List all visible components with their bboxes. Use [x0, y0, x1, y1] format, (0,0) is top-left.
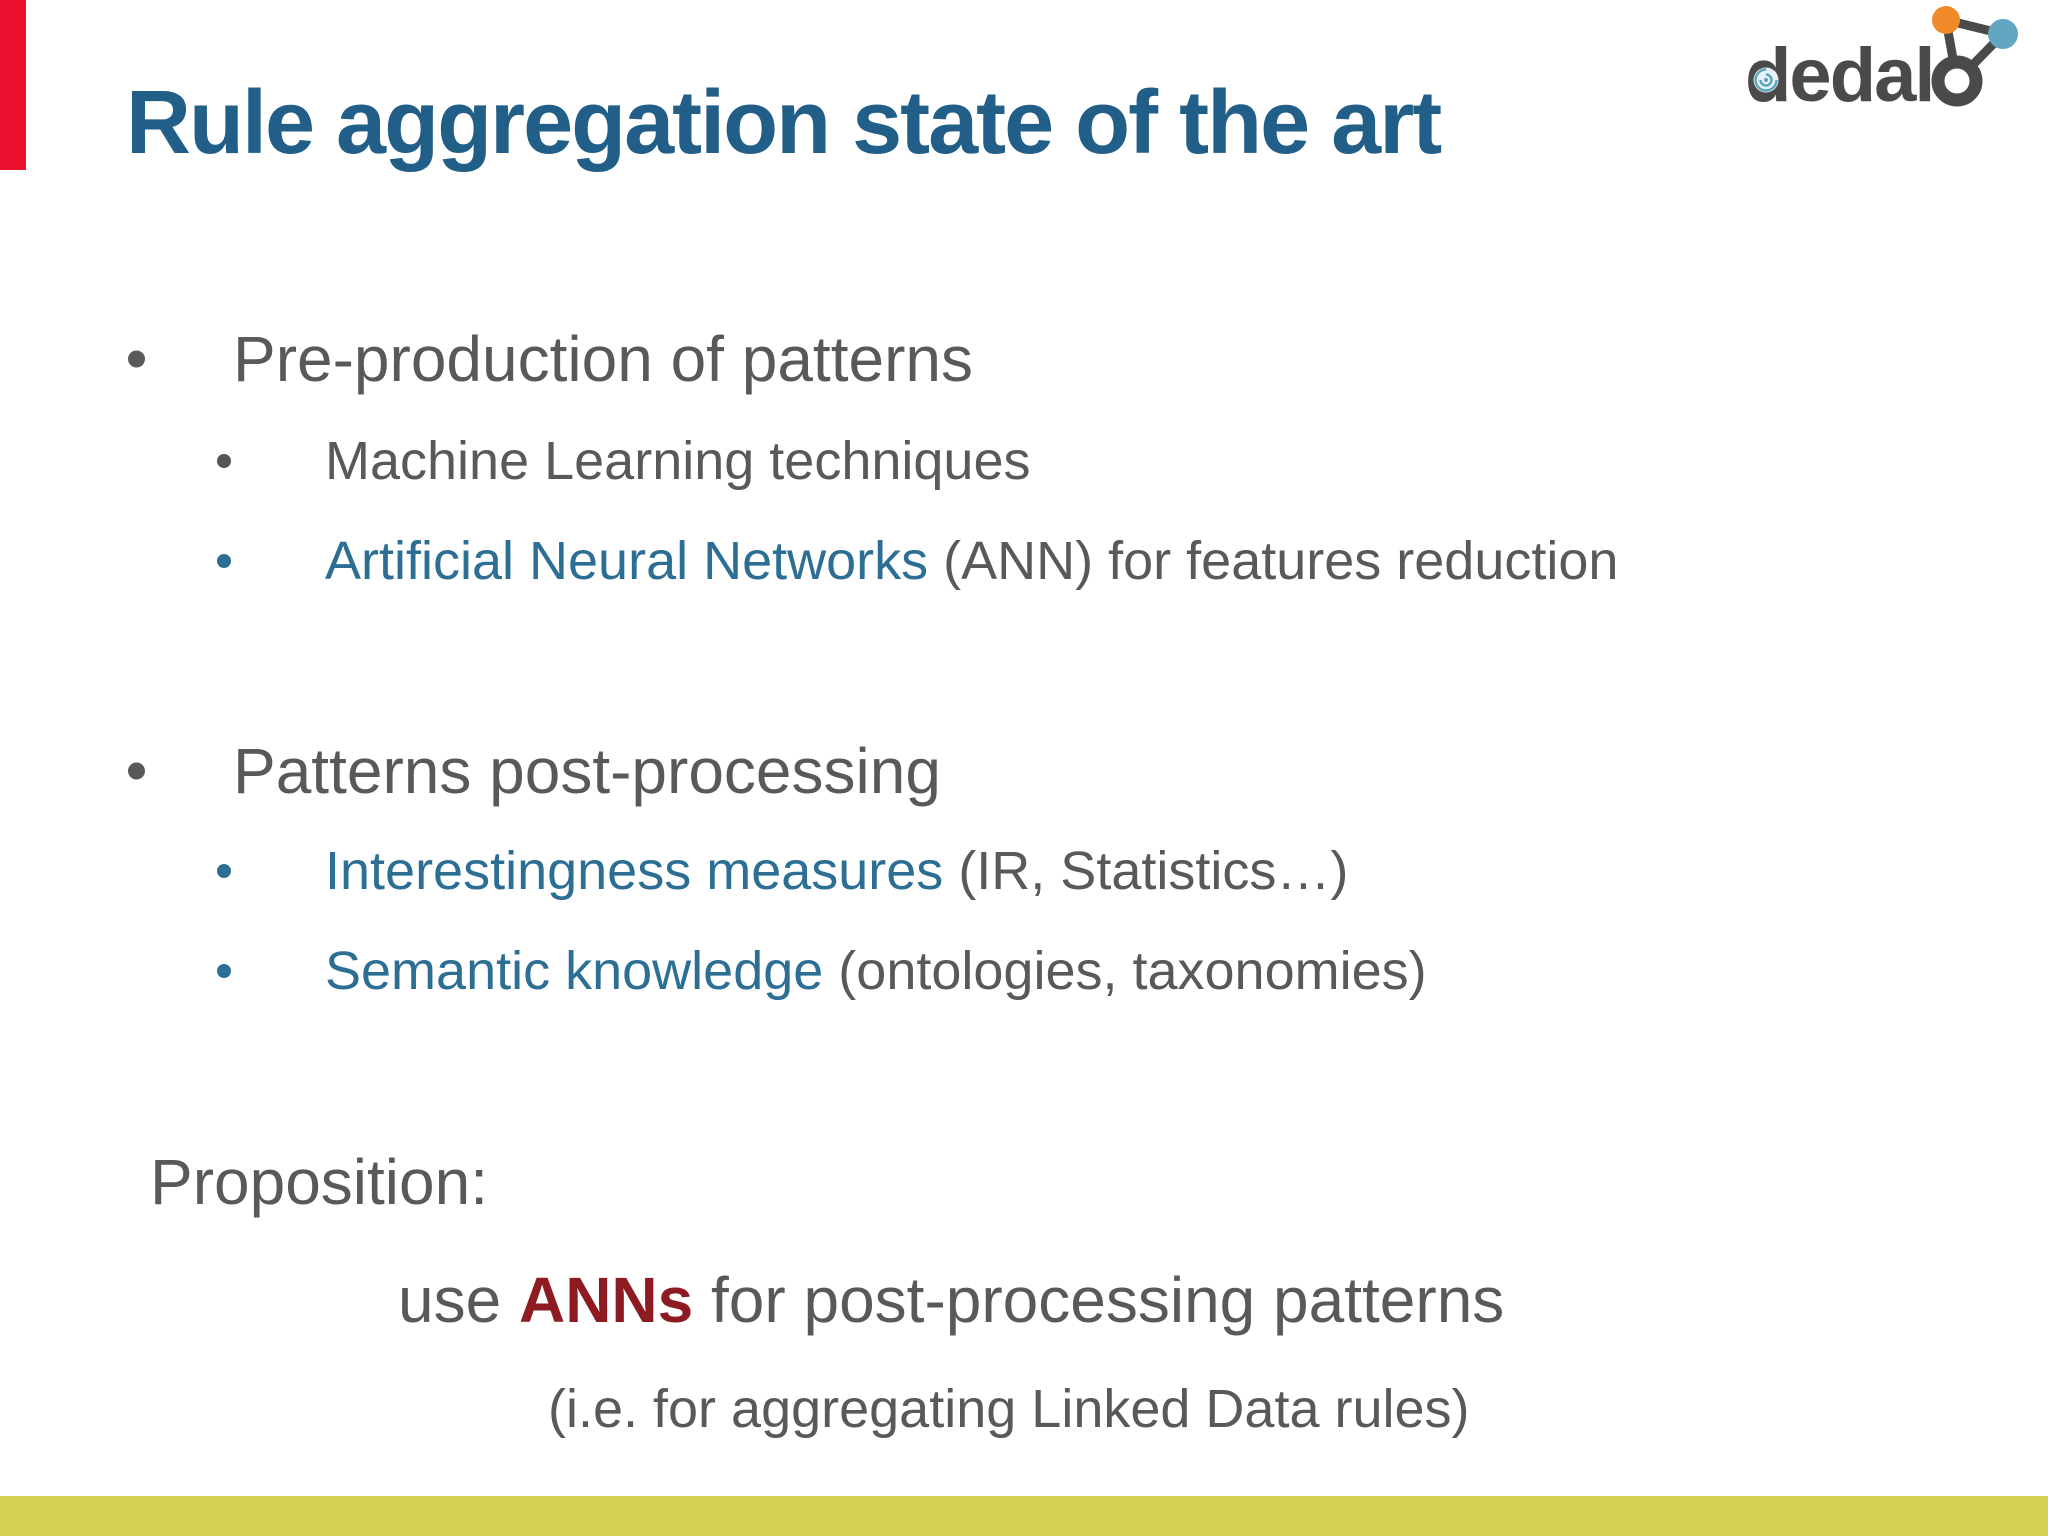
bullet-text: Pre-production of patterns: [233, 323, 973, 395]
bullet-text: Artificial Neural Networks (ANN) for fea…: [325, 530, 1618, 592]
bullet-item-patterns-post-processing: Patterns post-processing: [128, 732, 941, 810]
bottom-accent-bar: [0, 1496, 2048, 1536]
proposition-label: Proposition:: [150, 1146, 488, 1218]
bullet-icon: [128, 762, 145, 780]
logo-maze-icon: [1750, 64, 1782, 96]
bullet-item-interestingness-measures: Interestingness measures (IR, Statistics…: [217, 838, 1348, 904]
bullet-icon: [217, 964, 231, 978]
bullet-item-machine-learning: Machine Learning techniques: [217, 428, 1030, 494]
dedalo-logo: dedalo: [1745, 6, 2018, 116]
bullet-text: Machine Learning techniques: [325, 430, 1030, 492]
proposition-line2: (i.e. for aggregating Linked Data rules): [548, 1379, 1470, 1439]
highlight-text: Interestingness measures: [325, 841, 944, 901]
bullet-item-artificial-neural-networks: Artificial Neural Networks (ANN) for fea…: [217, 528, 1618, 594]
plain-text: Machine Learning techniques: [325, 431, 1031, 491]
proposition-line1-pre: use: [398, 1264, 519, 1336]
bullet-text: Patterns post-processing: [233, 735, 941, 807]
bullet-item-semantic-knowledge: Semantic knowledge (ontologies, taxonomi…: [217, 938, 1427, 1004]
proposition-anns-emphasis: ANNs: [518, 1264, 694, 1336]
highlight-text: Artificial Neural Networks: [325, 531, 929, 591]
bullet-icon: [217, 454, 231, 468]
logo-o-node: [1931, 55, 1983, 107]
bullet-item-pre-production: Pre-production of patterns: [128, 320, 973, 398]
bullet-icon: [217, 864, 231, 878]
bullet-icon: [128, 350, 145, 368]
slide-title: Rule aggregation state of the art: [126, 73, 1442, 173]
plain-text: (IR, Statistics…): [943, 841, 1349, 901]
red-accent-bar: [0, 0, 26, 170]
bullet-text: Semantic knowledge (ontologies, taxonomi…: [325, 940, 1427, 1002]
plain-text: (ANN) for features reduction: [928, 531, 1619, 591]
proposition-line1-post: for post-processing patterns: [693, 1264, 1505, 1336]
logo-orange-node: [1932, 6, 1960, 34]
bullet-icon: [217, 554, 231, 568]
logo-blue-node: [1988, 19, 2018, 49]
plain-text: (ontologies, taxonomies): [823, 941, 1427, 1001]
bullet-text: Interestingness measures (IR, Statistics…: [325, 840, 1348, 902]
proposition-line1: use ANNs for post-processing patterns: [398, 1263, 1504, 1337]
highlight-text: Semantic knowledge: [325, 941, 824, 1001]
